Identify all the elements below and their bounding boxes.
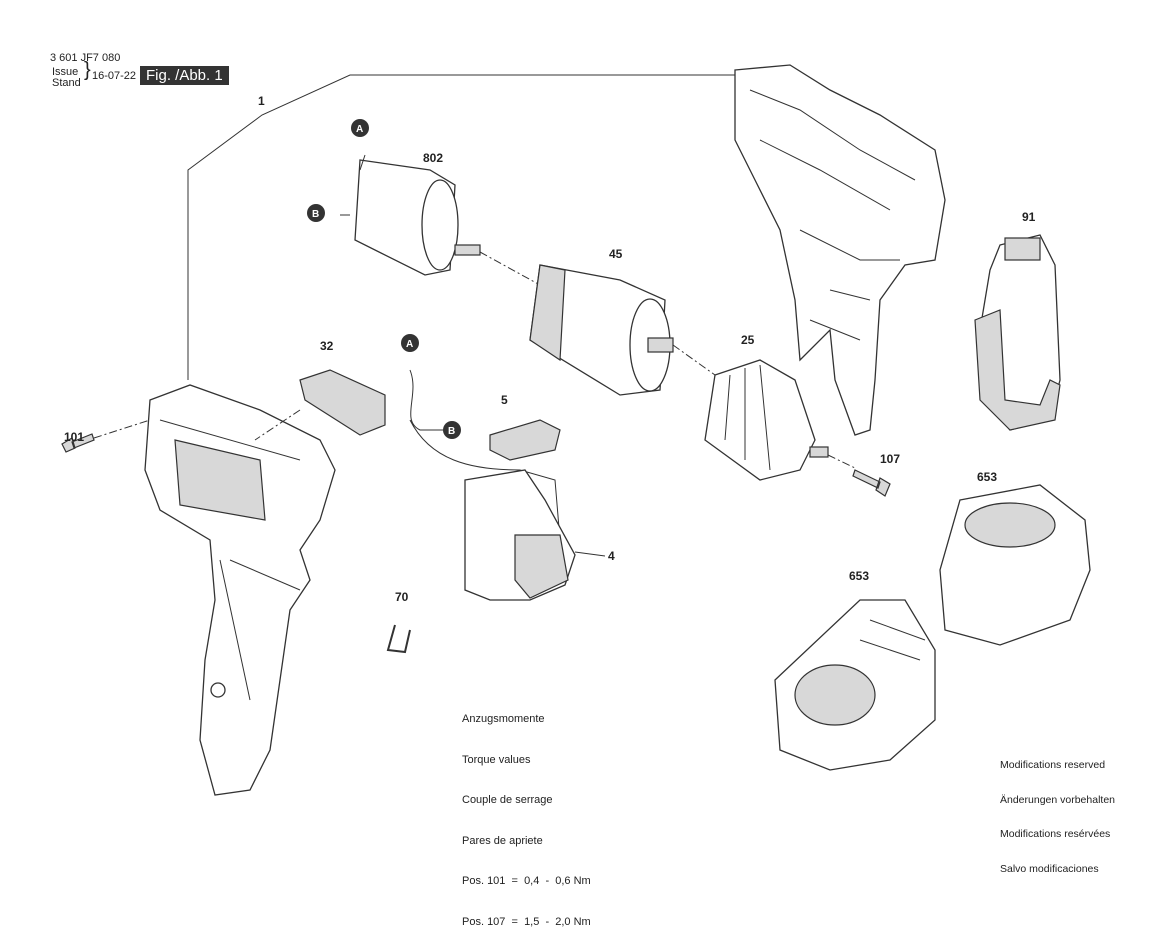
motor-pinion xyxy=(454,244,481,256)
torque-note-line: Torque values xyxy=(462,753,531,766)
charger-well-upper xyxy=(964,502,1056,548)
connector-marker-a: A xyxy=(351,119,369,137)
housing-lines xyxy=(159,419,301,701)
brace-icon: } xyxy=(84,59,91,81)
motor-terminals xyxy=(340,154,366,216)
switch-trigger xyxy=(514,534,569,599)
modifications-note-line: Salvo modificaciones xyxy=(1000,862,1099,875)
svg-text:A: A xyxy=(406,339,413,350)
modifications-note-line: Änderungen vorbehalten xyxy=(1000,793,1116,806)
part-label-101: 101 xyxy=(64,430,84,444)
leader-line-1 xyxy=(187,74,735,380)
gearbox-ring xyxy=(529,264,566,362)
housing-screw-hole xyxy=(210,682,226,698)
stand-label: Stand xyxy=(52,77,81,89)
axis-line-chuck xyxy=(827,454,856,469)
housing-half-left xyxy=(144,384,336,796)
leader-line-4 xyxy=(574,551,606,557)
modifications-notes: Modifications reserved Änderungen vorbeh… xyxy=(1000,737,1115,887)
part-label-5: 5 xyxy=(501,393,508,407)
torque-note-line: Couple de serrage xyxy=(462,794,553,806)
cover-5 xyxy=(489,419,561,461)
gearbox-spindle xyxy=(647,337,674,353)
part-number: 3 601 JF7 080 xyxy=(50,52,121,64)
connector-marker-b: B xyxy=(307,204,325,222)
part-label-70: 70 xyxy=(395,590,409,604)
chuck-25 xyxy=(704,359,816,481)
charger-grille xyxy=(859,619,926,661)
torque-note-line: Pos. 101 = 0,4 - 0,6 Nm xyxy=(462,875,591,887)
part-label-25: 25 xyxy=(741,333,755,347)
chuck-tip xyxy=(809,446,829,458)
chuck-grooves xyxy=(724,364,771,471)
torque-note-line: Pares de apriete xyxy=(462,834,543,847)
battery-base xyxy=(974,309,1061,431)
svg-text:B: B xyxy=(312,209,319,220)
svg-text:B: B xyxy=(448,426,455,437)
motor-end-cap xyxy=(421,179,459,271)
torque-notes: Anzugsmomente Torque values Couple de se… xyxy=(462,686,591,943)
axis-line-101 xyxy=(93,419,151,439)
part-label-107: 107 xyxy=(880,452,900,466)
modifications-note-line: Modifications resérvées xyxy=(1000,828,1111,840)
motor-wires xyxy=(409,369,561,541)
housing-side-panel xyxy=(174,439,266,521)
switch-slider-32 xyxy=(299,369,386,436)
battery-latch xyxy=(1004,237,1041,261)
connector-marker-a: A xyxy=(401,334,419,352)
axis-line-motor xyxy=(479,251,541,286)
issue-label: Issue xyxy=(52,66,79,78)
part-label-91: 91 xyxy=(1022,210,1036,224)
modifications-note-line: Modifications reserved xyxy=(1000,759,1106,771)
exploded-parts-diagram: 1 802 45 25 91 32 101 5 4 107 653 653 70… xyxy=(61,64,1091,796)
charger-well-lower xyxy=(794,664,876,726)
part-label-802: 802 xyxy=(423,151,443,165)
part-label-653-lower: 653 xyxy=(849,569,869,583)
part-label-653-upper: 653 xyxy=(977,470,997,484)
part-label-4: 4 xyxy=(608,549,615,563)
figure-label: Fig. /Abb. 1 xyxy=(140,66,229,85)
screw-107 xyxy=(852,469,891,497)
part-label-45: 45 xyxy=(609,247,623,261)
connector-marker-b: B xyxy=(443,421,461,439)
issue-date: 16-07-22 xyxy=(92,70,137,82)
part-label-32: 32 xyxy=(320,339,334,353)
torque-note-line: Pos. 107 = 1,5 - 2,0 Nm xyxy=(462,915,591,928)
clip-70 xyxy=(386,624,411,654)
torque-note-line: Anzugsmomente xyxy=(462,713,545,725)
part-label-1: 1 xyxy=(258,94,265,108)
axis-line-32 xyxy=(254,409,301,441)
svg-text:A: A xyxy=(356,124,363,135)
axis-line-gearbox xyxy=(672,344,716,376)
screw-101 xyxy=(61,433,95,453)
housing-ribs xyxy=(749,89,916,341)
